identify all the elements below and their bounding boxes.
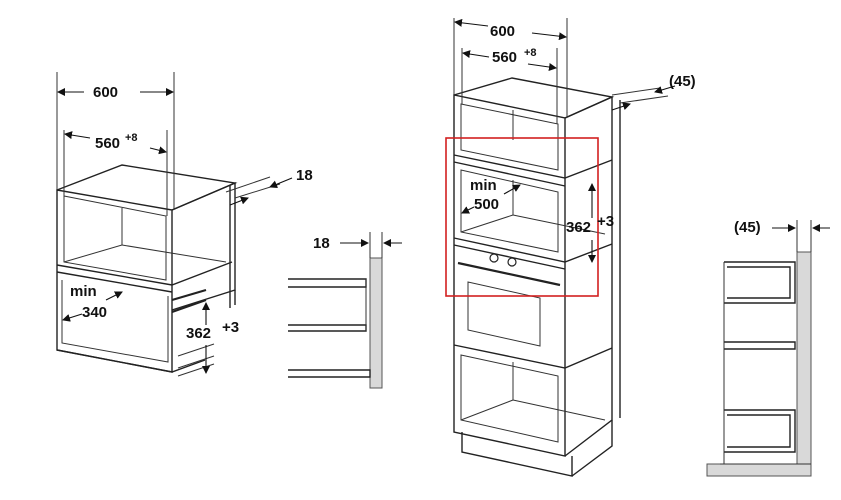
tall-side-gap: (45) — [734, 219, 761, 236]
mw-min-depth: 340 — [82, 304, 107, 321]
mw-width-inner-tol: +8 — [125, 132, 138, 144]
tall-niche-height: 362 — [566, 219, 591, 236]
mw-width-outer: 600 — [93, 84, 118, 101]
tall-width-outer: 600 — [490, 23, 515, 40]
tall-side-section: (45) — [706, 219, 830, 477]
side-panel-thickness: 18 — [313, 235, 330, 252]
tall-gap: (45) — [669, 73, 696, 90]
tall-width-inner: 560 — [492, 49, 517, 66]
mw-width-inner: 560 — [95, 135, 120, 152]
tall-width-inner-tol: +8 — [524, 47, 537, 59]
microwave-cabinet: 600 560 +8 18 min 340 362 +3 — [56, 72, 313, 377]
mw-niche-height-tol: +3 — [222, 319, 239, 336]
tall-niche-height-tol: +3 — [597, 213, 614, 230]
mw-niche-height: 362 — [186, 325, 211, 342]
mw-side-thickness: 18 — [296, 167, 313, 184]
tall-min-depth: 500 — [474, 196, 499, 213]
built-in-niche-highlight — [445, 137, 599, 297]
tall-min-label: min — [470, 177, 497, 194]
tall-cabinet: 600 560 +8 (45) min 500 362 +3 — [445, 18, 696, 477]
mw-min-label: min — [70, 283, 97, 300]
side-section: 18 — [288, 232, 402, 389]
